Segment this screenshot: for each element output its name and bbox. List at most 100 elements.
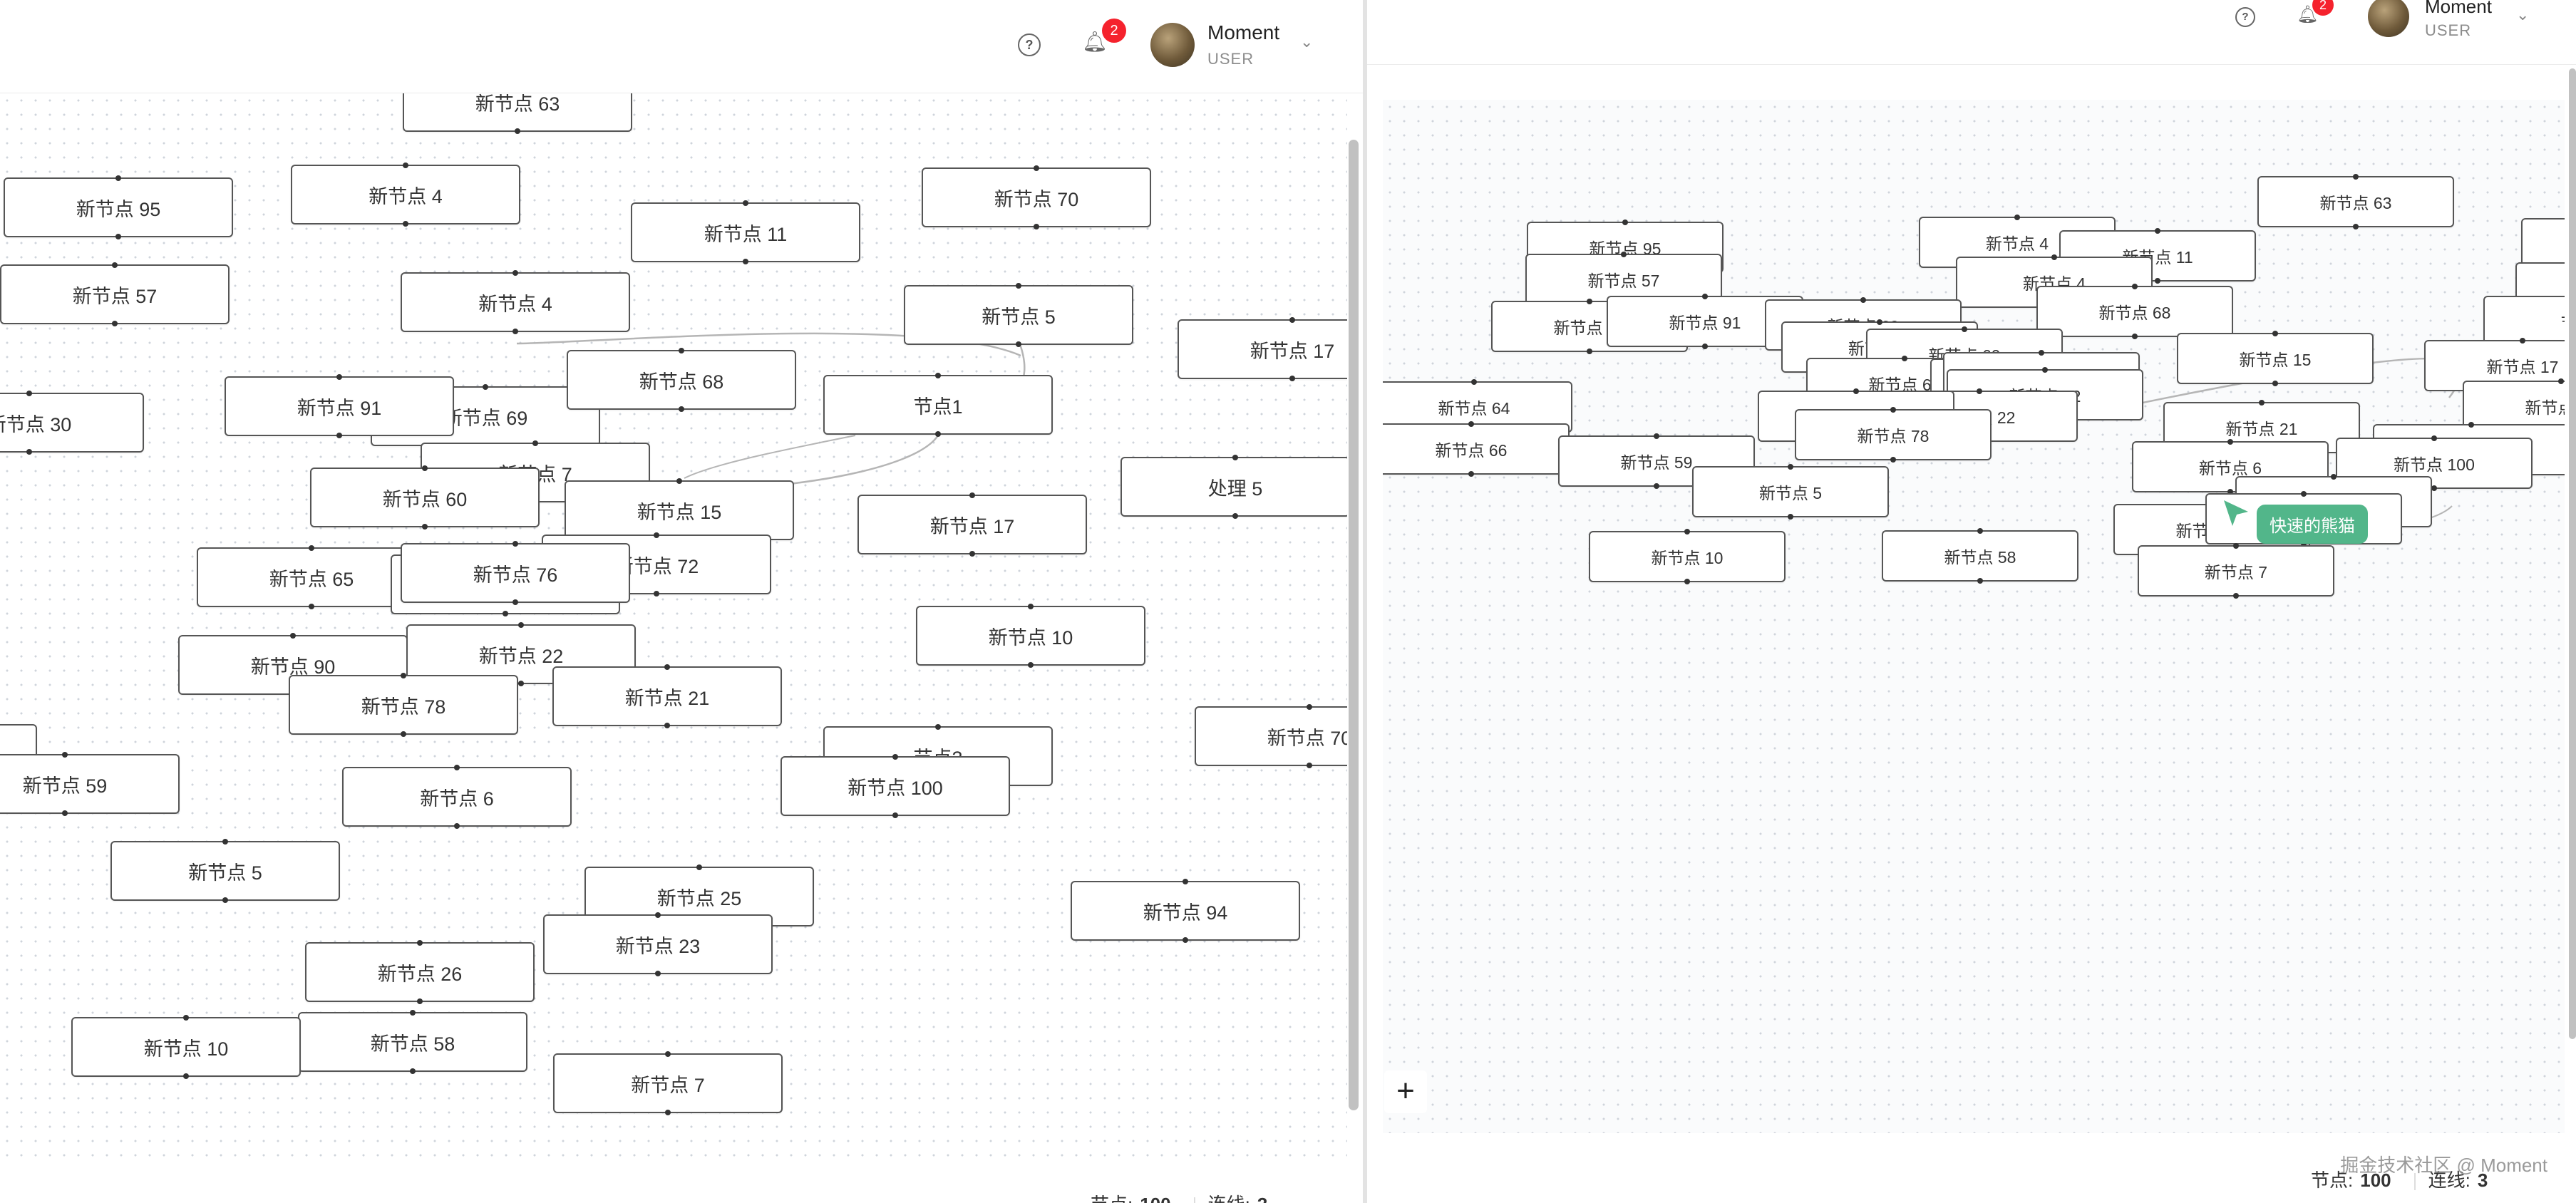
node-handle-bottom[interactable] <box>2227 489 2233 495</box>
node-handle-top[interactable] <box>290 633 296 639</box>
node-handle-top[interactable] <box>2014 215 2020 220</box>
node-handle-bottom[interactable] <box>417 998 423 1004</box>
add-node-button[interactable]: + <box>1384 1070 1427 1113</box>
node-handle-bottom[interactable] <box>62 810 68 816</box>
node-handle-top[interactable] <box>2353 174 2359 180</box>
node-handle-bottom[interactable] <box>1587 348 1592 354</box>
node-handle-top[interactable] <box>454 765 460 770</box>
node-handle-top[interactable] <box>1471 379 1477 385</box>
flow-node[interactable]: 新节点 58 <box>1882 528 2078 584</box>
node-handle-bottom[interactable] <box>2431 485 2437 491</box>
node-handle-bottom[interactable] <box>935 431 941 437</box>
node-handle-top[interactable] <box>2132 284 2138 289</box>
node-handle-bottom[interactable] <box>1307 763 1312 768</box>
node-handle-bottom[interactable] <box>115 234 121 239</box>
flow-node[interactable]: 新节点 15 <box>2177 331 2374 386</box>
node-handle-top[interactable] <box>1977 528 1983 534</box>
node-handle-top[interactable] <box>1034 165 1039 171</box>
node-handle-top[interactable] <box>401 673 406 678</box>
node-handle-top[interactable] <box>2431 435 2437 441</box>
flow-node[interactable]: 新节点 4 <box>291 162 520 227</box>
help-icon[interactable]: ? <box>2235 7 2255 27</box>
chevron-down-icon[interactable]: ⌄ <box>2516 6 2530 24</box>
node-handle-bottom[interactable] <box>403 221 408 227</box>
flow-node[interactable]: 新节点 68 <box>567 348 796 412</box>
node-handle-bottom[interactable] <box>401 731 406 737</box>
node-handle-top[interactable] <box>2468 422 2474 428</box>
node-handle-top[interactable] <box>422 465 428 471</box>
flow-node[interactable]: 新节点 17 <box>1178 317 1347 381</box>
node-handle-top[interactable] <box>2227 439 2233 445</box>
node-handle-top[interactable] <box>1289 317 1295 323</box>
flow-node[interactable]: 新节点 10 <box>1589 529 1786 584</box>
node-handle-top[interactable] <box>2301 491 2307 497</box>
flow-node[interactable]: 新节点 63 <box>2257 174 2454 229</box>
flow-node[interactable]: 新节点 63 <box>403 93 632 134</box>
node-handle-top[interactable] <box>892 754 898 760</box>
node-handle-top[interactable] <box>655 912 661 918</box>
flow-node[interactable]: 新节点 68 <box>2036 284 2233 339</box>
node-handle-top[interactable] <box>410 1010 416 1016</box>
flow-node[interactable]: 新节点 78 <box>1795 407 1992 463</box>
node-handle-top[interactable] <box>2520 338 2525 344</box>
node-handle-bottom[interactable] <box>454 823 460 829</box>
node-handle-top[interactable] <box>1684 529 1690 535</box>
node-handle-top[interactable] <box>483 384 488 390</box>
flow-node[interactable]: 新节点 26 <box>305 940 535 1004</box>
user-name[interactable]: Moment <box>1207 21 1280 43</box>
node-handle-top[interactable] <box>1877 319 1882 325</box>
avatar[interactable] <box>2368 0 2409 37</box>
flow-node[interactable]: 新节点 95 <box>4 175 233 239</box>
flow-node[interactable]: 新节点 30 <box>0 391 144 455</box>
flow-node[interactable]: 新节点 15 <box>565 478 794 542</box>
node-handle-top[interactable] <box>1853 388 1859 394</box>
user-name[interactable]: Moment <box>2425 0 2492 17</box>
node-handle-bottom[interactable] <box>2233 593 2239 599</box>
node-handle-bottom[interactable] <box>1232 513 1238 519</box>
flow-node[interactable]: 新节点 7 <box>2138 543 2334 599</box>
flow-node[interactable]: 新节点 23 <box>543 912 773 976</box>
node-handle-top[interactable] <box>1232 455 1238 460</box>
node-handle-bottom[interactable] <box>1183 937 1188 943</box>
node-handle-top[interactable] <box>679 348 684 353</box>
flow-node[interactable]: 新节点 78 <box>289 673 518 737</box>
node-handle-bottom[interactable] <box>1684 579 1690 584</box>
node-handle-top[interactable] <box>115 175 121 181</box>
chevron-down-icon[interactable]: ⌄ <box>1300 33 1314 51</box>
flow-node[interactable]: 新节点 5 <box>904 283 1133 347</box>
node-handle-bottom[interactable] <box>664 723 670 728</box>
flow-node[interactable]: 新节点 91 <box>225 374 454 438</box>
node-handle-bottom[interactable] <box>1028 662 1034 668</box>
node-handle-top[interactable] <box>2331 474 2337 480</box>
flow-node[interactable]: 新节点 7 <box>553 1051 783 1115</box>
node-handle-top[interactable] <box>1016 283 1021 289</box>
flow-node[interactable]: 新节点 22 <box>406 622 636 686</box>
flow-node[interactable]: 新节点 58 <box>298 1010 527 1074</box>
node-handle-bottom[interactable] <box>26 449 32 455</box>
flow-node[interactable]: 新节点 4 <box>401 270 630 334</box>
node-handle-bottom[interactable] <box>2301 541 2307 547</box>
flow-node[interactable]: 节点1 <box>823 373 1053 437</box>
node-handle-top[interactable] <box>1028 604 1034 609</box>
node-handle-bottom[interactable] <box>112 321 118 326</box>
flow-node[interactable]: 新节点 11 <box>631 200 860 264</box>
flow-node[interactable]: 新节点 94 <box>1071 879 1300 943</box>
node-handle-top[interactable] <box>2259 400 2265 406</box>
node-handle-bottom[interactable] <box>518 681 524 686</box>
node-handle-top[interactable] <box>665 1051 671 1057</box>
node-handle-bottom[interactable] <box>2155 278 2160 284</box>
node-handle-bottom[interactable] <box>309 604 314 609</box>
node-handle-top[interactable] <box>1183 879 1188 884</box>
node-handle-bottom[interactable] <box>222 897 228 903</box>
node-handle-bottom[interactable] <box>1890 457 1896 463</box>
node-handle-bottom[interactable] <box>515 128 520 134</box>
flow-node[interactable]: 新节点 70 <box>1195 704 1347 768</box>
node-handle-bottom[interactable] <box>1289 376 1295 381</box>
flow-node[interactable]: 新节点 10 <box>916 604 1145 668</box>
node-handle-top[interactable] <box>2039 350 2044 356</box>
node-handle-top[interactable] <box>1890 407 1896 413</box>
node-handle-top[interactable] <box>2155 228 2160 234</box>
node-handle-bottom[interactable] <box>743 259 748 264</box>
